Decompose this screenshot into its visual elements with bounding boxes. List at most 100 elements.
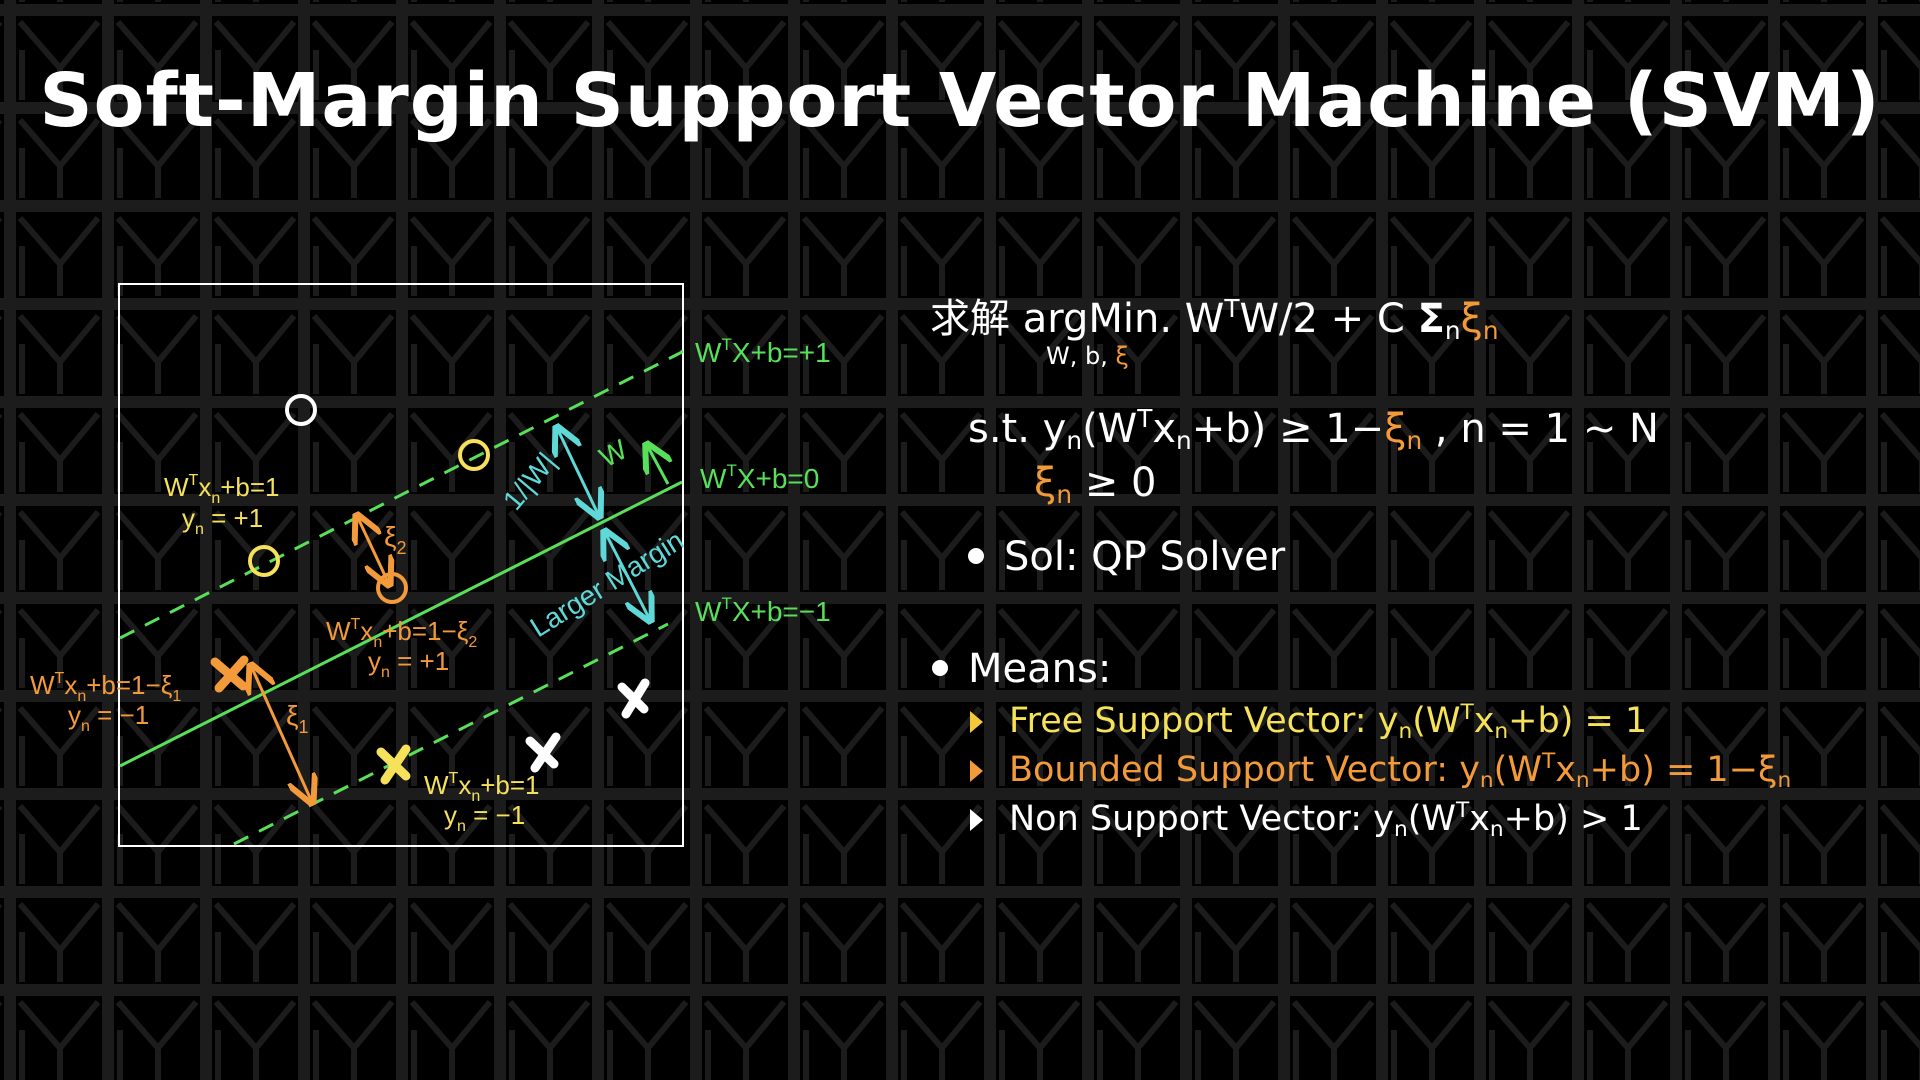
annot-neg-bounded-c: +b=1−ξ xyxy=(86,670,172,700)
xi1-arrow xyxy=(252,668,311,800)
annot-neg-bounded-eq: WTxn+b=1−ξ1 xyxy=(30,670,181,705)
free-n2: n xyxy=(1494,719,1509,745)
annot-neg-free-eq: WTxn+b=1 xyxy=(424,770,540,805)
xi2-sub: 2 xyxy=(397,538,407,558)
c2-xi: ξ xyxy=(1034,460,1057,506)
diagram-frame xyxy=(118,283,684,847)
free-a: (W xyxy=(1412,701,1461,742)
annot-neg-bounded-a: W xyxy=(30,670,55,700)
annot-neg-bounded-t: T xyxy=(55,670,65,687)
means-line: Means: xyxy=(932,646,1111,692)
annot-neg-bounded-y: yn = −1 xyxy=(68,700,149,735)
xi1-symbol: ξ xyxy=(286,700,299,731)
plane-plus-rest: X+b=+1 xyxy=(732,337,831,368)
c1-t: T xyxy=(1137,404,1153,433)
c1-st: s.t. y xyxy=(968,405,1067,452)
xi2-symbol: ξ xyxy=(384,521,397,552)
annot-pos-free-a: W xyxy=(164,472,189,502)
point-negative-free-sv xyxy=(376,744,411,785)
annot-neg-free-t: T xyxy=(449,770,459,787)
triangle-bullet-icon xyxy=(970,760,983,783)
c1-x: x xyxy=(1152,405,1177,452)
non-x: x xyxy=(1469,799,1490,840)
sigma-symbol: Σ xyxy=(1417,296,1445,342)
objective-xi: ξ xyxy=(1460,296,1483,342)
annot-neg-free-c: +b=1 xyxy=(480,770,539,800)
c2-rest: ≥ 0 xyxy=(1072,460,1157,506)
bounded-a: (W xyxy=(1493,750,1542,791)
non-n1: n xyxy=(1393,817,1408,843)
non-n2: n xyxy=(1489,817,1504,843)
annot-pos-bounded-n: n xyxy=(373,634,382,651)
hyperplane-negative xyxy=(233,622,669,846)
inv-norm-label: 1/|W| xyxy=(497,447,562,516)
annot-neg-bounded-yv: y xyxy=(68,700,81,730)
annot-pos-bounded-s: 2 xyxy=(468,634,477,651)
bounded-b: +b) = 1−ξ xyxy=(1589,750,1778,791)
plane-minus-rest: X+b=−1 xyxy=(732,596,831,627)
label-plane-minus: WTX+b=−1 xyxy=(695,594,831,627)
label-plane-plus: WTX+b=+1 xyxy=(695,335,831,368)
xi2-label: ξ2 xyxy=(384,521,407,558)
bullet-icon xyxy=(968,548,984,564)
annot-pos-bounded-y: yn = +1 xyxy=(368,646,449,681)
xi1-label: ξ1 xyxy=(286,700,309,737)
w-vector-arrow xyxy=(648,447,668,485)
bounded-n3: n xyxy=(1777,768,1792,794)
sol-line: Sol: QP Solver xyxy=(968,534,1285,580)
objective-under-vars: W, b, xyxy=(1046,342,1116,370)
annot-neg-free-n: n xyxy=(471,788,480,805)
page-title: Soft-Margin Support Vector Machine (SVM) xyxy=(39,58,1881,144)
c1-n2: n xyxy=(1176,425,1192,455)
annot-neg-bounded-yval: = −1 xyxy=(90,700,149,730)
inv-norm-arrow xyxy=(558,430,598,514)
sol-text: Sol: QP Solver xyxy=(1004,534,1286,580)
non-t: T xyxy=(1455,798,1470,823)
point-negative-non-sv xyxy=(525,732,561,773)
plane-plus-w: W xyxy=(695,337,722,368)
free-n1: n xyxy=(1398,719,1413,745)
c2-n: n xyxy=(1056,479,1073,509)
plane-plus-t: T xyxy=(721,335,731,354)
c1-n1: n xyxy=(1066,425,1083,455)
annot-neg-bounded-n: n xyxy=(77,688,86,705)
free-t: T xyxy=(1460,700,1474,725)
annot-pos-bounded-eq: WTxn+b=1−ξ2 xyxy=(326,616,477,651)
annot-neg-free-yval: = −1 xyxy=(466,800,525,830)
plane-minus-w: W xyxy=(695,596,722,627)
point-negative-bounded-sv xyxy=(210,655,249,693)
annot-pos-bounded-b: x xyxy=(360,616,373,646)
triangle-bullet-icon xyxy=(970,711,983,734)
annot-pos-free-n: n xyxy=(211,490,220,507)
objective-xi-sub: n xyxy=(1482,315,1499,345)
point-positive-non-sv xyxy=(285,394,317,426)
bounded-t: T xyxy=(1541,749,1556,774)
free-x: x xyxy=(1473,701,1495,742)
annot-neg-bounded-b: x xyxy=(64,670,77,700)
annot-pos-bounded-yv: y xyxy=(368,646,381,676)
objective-t: T xyxy=(1224,294,1240,324)
annot-pos-bounded-yn: n xyxy=(381,664,390,681)
means-text: Means: xyxy=(968,646,1112,692)
bounded-x: x xyxy=(1555,750,1576,791)
hyperplane-positive xyxy=(119,350,683,640)
annot-pos-bounded-t: T xyxy=(351,616,361,633)
plane-zero-w: W xyxy=(700,463,727,494)
annot-pos-free-yval: = +1 xyxy=(204,503,263,533)
means-item-non: Non Support Vector: yn(WTxn+b) > 1 xyxy=(970,798,1643,842)
free-label: Free Support Vector: y xyxy=(1009,701,1399,742)
annot-neg-free-a: W xyxy=(424,770,449,800)
sigma-sub: n xyxy=(1444,315,1461,345)
larger-margin-arrow xyxy=(606,534,649,618)
annot-neg-free-y: yn = −1 xyxy=(444,800,525,835)
xi2-arrow xyxy=(358,518,388,582)
hyperplane-positive-ext xyxy=(680,349,684,354)
objective-under-xi: ξ xyxy=(1115,342,1129,370)
annot-pos-free-yv: y xyxy=(182,503,195,533)
annot-pos-free-b: x xyxy=(198,472,211,502)
annot-pos-free-yn: n xyxy=(195,521,204,538)
plane-zero-t: T xyxy=(726,461,736,480)
non-label: Non Support Vector: y xyxy=(1009,799,1394,840)
